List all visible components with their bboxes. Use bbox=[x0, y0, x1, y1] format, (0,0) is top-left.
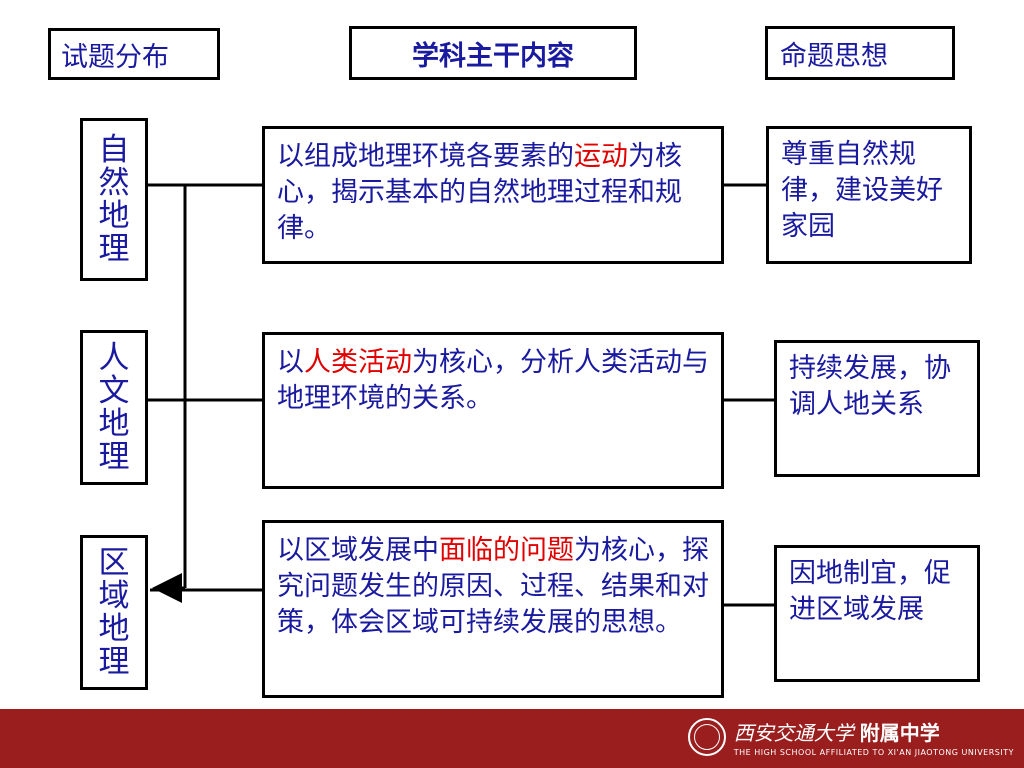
school-seal-icon bbox=[687, 718, 726, 756]
category-natural-geography: 自 然 地 理 bbox=[80, 118, 148, 281]
thought-text: 尊重自然规律，建设美好家园 bbox=[781, 139, 943, 242]
header-main-content: 学科主干内容 bbox=[349, 26, 637, 80]
content-text: 为核心，揭示基本的自然地理过程和规律。 bbox=[277, 141, 682, 244]
header-main-rest: 主干内容 bbox=[466, 40, 574, 72]
category-char: 人 bbox=[98, 339, 130, 376]
content-highlight: 运动 bbox=[574, 141, 628, 172]
content-text: 为核心，探究问题发生的原因、过程、结果和对策，体会区域可持续发展的思想。 bbox=[277, 535, 709, 638]
category-human-geography: 人 文 地 理 bbox=[80, 330, 148, 485]
thought-text: 持续发展，协调人地关系 bbox=[789, 353, 951, 420]
content-highlight: 面临的问题 bbox=[439, 535, 574, 566]
content-natural: 以组成地理环境各要素的运动为核心，揭示基本的自然地理过程和规律。 bbox=[262, 126, 724, 264]
school-logo: 西安交通大学 附属中学 THE HIGH SCHOOL AFFILIATED T… bbox=[687, 717, 1014, 757]
logo-subtitle: THE HIGH SCHOOL AFFILIATED TO XI'AN JIAO… bbox=[733, 748, 1014, 757]
header-thought: 命题思想 bbox=[765, 26, 955, 80]
content-regional: 以区域发展中面临的问题为核心，探究问题发生的原因、过程、结果和对策，体会区域可持… bbox=[262, 520, 724, 698]
category-char: 地 bbox=[98, 197, 130, 234]
category-char: 域 bbox=[98, 577, 130, 614]
category-char: 地 bbox=[98, 610, 130, 647]
connector-lines bbox=[148, 183, 774, 607]
thought-human: 持续发展，协调人地关系 bbox=[774, 340, 980, 477]
header-distribution: 试题分布 bbox=[48, 28, 220, 80]
footer-bar: 西安交通大学 附属中学 THE HIGH SCHOOL AFFILIATED T… bbox=[0, 709, 1024, 768]
content-highlight: 人类活动 bbox=[304, 347, 412, 378]
content-text: 以 bbox=[277, 347, 304, 378]
category-char: 文 bbox=[98, 372, 130, 409]
content-text: 以区域发展中 bbox=[277, 535, 439, 566]
header-thought-label: 命题思想 bbox=[780, 40, 888, 72]
category-char: 区 bbox=[98, 544, 130, 581]
content-human: 以人类活动为核心，分析人类活动与地理环境的关系。 bbox=[262, 332, 724, 489]
header-distribution-label: 试题分布 bbox=[61, 41, 169, 73]
category-char: 理 bbox=[98, 643, 130, 680]
category-char: 理 bbox=[98, 230, 130, 267]
thought-regional: 因地制宜，促进区域发展 bbox=[774, 545, 980, 682]
content-text: 以组成地理环境各要素的 bbox=[277, 141, 574, 172]
category-char: 然 bbox=[98, 164, 130, 201]
category-regional-geography: 区 域 地 理 bbox=[80, 535, 148, 690]
content-text: 为核心，分析人类活动与地理环境的关系。 bbox=[277, 347, 709, 414]
thought-natural: 尊重自然规律，建设美好家园 bbox=[766, 126, 972, 264]
thought-text: 因地制宜，促进区域发展 bbox=[789, 558, 951, 625]
category-char: 理 bbox=[98, 438, 130, 475]
category-char: 地 bbox=[98, 405, 130, 442]
logo-bold-text: 附属中学 bbox=[859, 721, 940, 745]
category-char: 自 bbox=[98, 131, 130, 168]
header-main-highlight: 学科 bbox=[412, 40, 466, 72]
logo-script-text: 西安交通大学 bbox=[733, 721, 854, 745]
